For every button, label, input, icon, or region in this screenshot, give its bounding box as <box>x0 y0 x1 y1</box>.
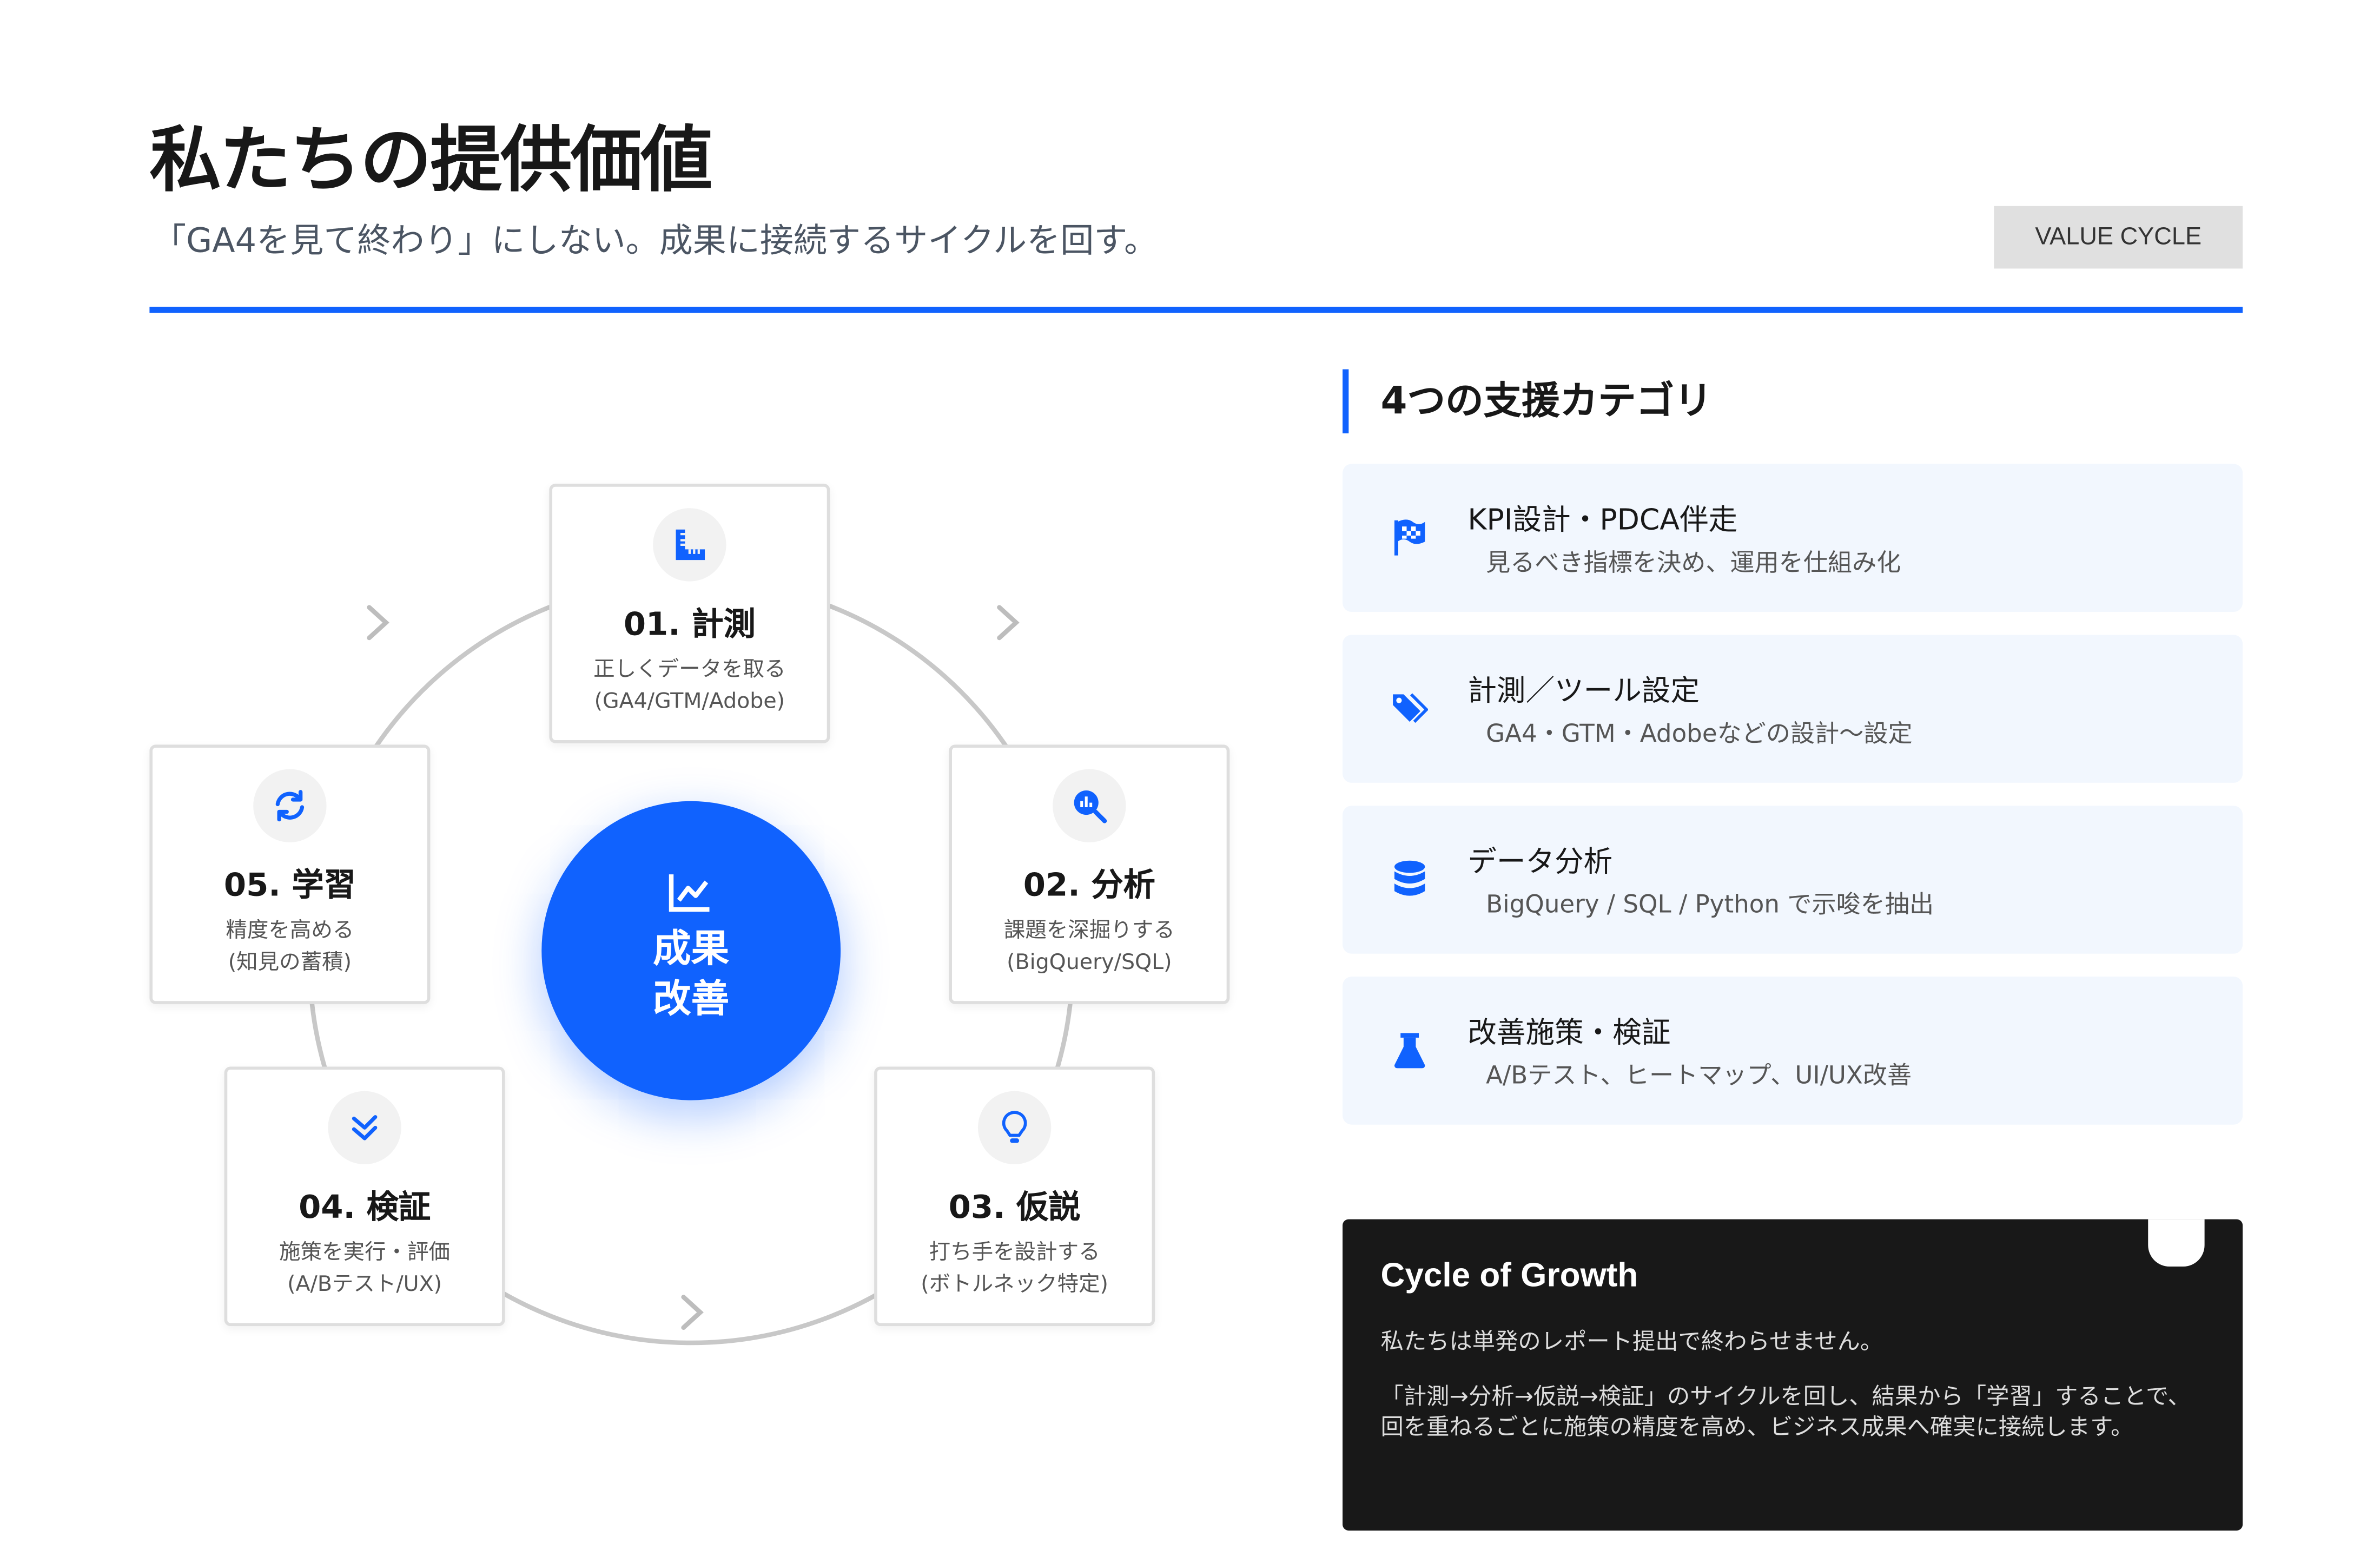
category-title: データ分析 <box>1467 845 1613 879</box>
step-verification: 04. 検証 施策を実行・評価 (A/Bテスト/UX) <box>224 1066 505 1327</box>
step-desc: 打ち手を設計する <box>929 1241 1100 1265</box>
ruler-icon <box>676 529 705 561</box>
checkered-flag-icon <box>1394 519 1425 556</box>
growth-paragraph-1: 私たちは単発のレポート提出で終わらせません。 <box>1380 1327 1883 1355</box>
growth-title: Cycle of Growth <box>1380 1256 1638 1294</box>
step-desc: 正しくデータを取る <box>593 657 786 682</box>
step-desc: 課題を深掘りする <box>1003 918 1175 944</box>
step-title: 04. 検証 <box>299 1189 431 1225</box>
categories-heading: 4つの支援カテゴリ <box>1380 378 1713 423</box>
flask-icon <box>1394 1033 1425 1069</box>
step-title: 01. 計測 <box>623 605 756 643</box>
category-title: 改善施策・検証 <box>1467 1016 1671 1050</box>
category-tracking: 計測／ツール設定 GA4・GTM・Adobeなどの設計〜設定 <box>1343 635 2243 783</box>
header-divider <box>149 306 2243 313</box>
step-analysis: 02. 分析 課題を深掘りする (BigQuery/SQL) <box>949 744 1230 1004</box>
step-learning: 05. 学習 精度を高める (知見の蓄積) <box>149 744 431 1004</box>
category-desc: A/Bテスト、ヒートマップ、UI/UX改善 <box>1486 1060 1912 1090</box>
growth-paragraph-2: 「計測→分析→仮説→検証」のサイクルを回し、結果から「学習」することで、回を重ね… <box>1380 1382 2191 1441</box>
tags-icon <box>1393 693 1428 723</box>
step-tools: (BigQuery/SQL) <box>1007 951 1172 975</box>
page-subtitle: 「GA4を見て終わり」にしない。成果に接続するサイクルを回す。 <box>153 222 1158 261</box>
chevron-right-icon <box>681 1295 704 1330</box>
hub-line2: 改善 <box>653 977 730 1021</box>
step-desc: 精度を高める <box>226 918 354 944</box>
search-chart-icon <box>1074 790 1107 823</box>
step-tools: (A/Bテスト/UX) <box>287 1272 442 1297</box>
category-desc: 見るべき指標を決め、運用を仕組み化 <box>1486 548 1901 577</box>
step-tools: (GA4/GTM/Adobe) <box>594 689 785 714</box>
category-data-analysis: データ分析 BigQuery / SQL / Python で示唆を抽出 <box>1343 806 2243 954</box>
refresh-icon <box>275 790 305 822</box>
step-tools: (知見の蓄積) <box>228 951 352 975</box>
step-desc: 施策を実行・評価 <box>279 1241 451 1265</box>
category-improvement: 改善施策・検証 A/Bテスト、ヒートマップ、UI/UX改善 <box>1343 977 2243 1125</box>
database-icon <box>1394 860 1425 896</box>
chevron-right-icon <box>997 605 1020 641</box>
step-title: 03. 仮説 <box>948 1189 1081 1225</box>
value-cycle-badge: VALUE CYCLE <box>1994 206 2243 269</box>
step-hypothesis: 03. 仮説 打ち手を設計する (ボトルネック特定) <box>874 1066 1155 1327</box>
center-hub: 成果改善 <box>541 801 841 1100</box>
double-check-icon <box>352 1115 378 1140</box>
step-title: 05. 学習 <box>223 867 356 904</box>
category-desc: BigQuery / SQL / Python で示唆を抽出 <box>1486 889 1934 919</box>
cycle-of-growth-panel: Cycle of Growth 私たちは単発のレポート提出で終わらせません。 「… <box>1343 1219 2243 1531</box>
category-title: 計測／ツール設定 <box>1467 674 1700 708</box>
panel-notch <box>2148 1219 2205 1267</box>
section-accent-bar <box>1343 369 1349 434</box>
step-title: 02. 分析 <box>1023 867 1155 904</box>
chart-line-icon <box>669 874 710 912</box>
category-kpi: KPI設計・PDCA伴走 見るべき指標を決め、運用を仕組み化 <box>1343 464 2243 612</box>
chevron-right-icon <box>367 605 389 641</box>
category-title: KPI設計・PDCA伴走 <box>1467 503 1738 537</box>
hub-line1: 成果 <box>653 926 730 971</box>
step-measure: 01. 計測 正しくデータを取る (GA4/GTM/Adobe) <box>549 484 830 743</box>
page-title: 私たちの提供価値 <box>149 118 712 203</box>
category-desc: GA4・GTM・Adobeなどの設計〜設定 <box>1486 718 1913 748</box>
step-tools: (ボトルネック特定) <box>921 1272 1109 1297</box>
lightbulb-icon <box>1002 1111 1027 1143</box>
